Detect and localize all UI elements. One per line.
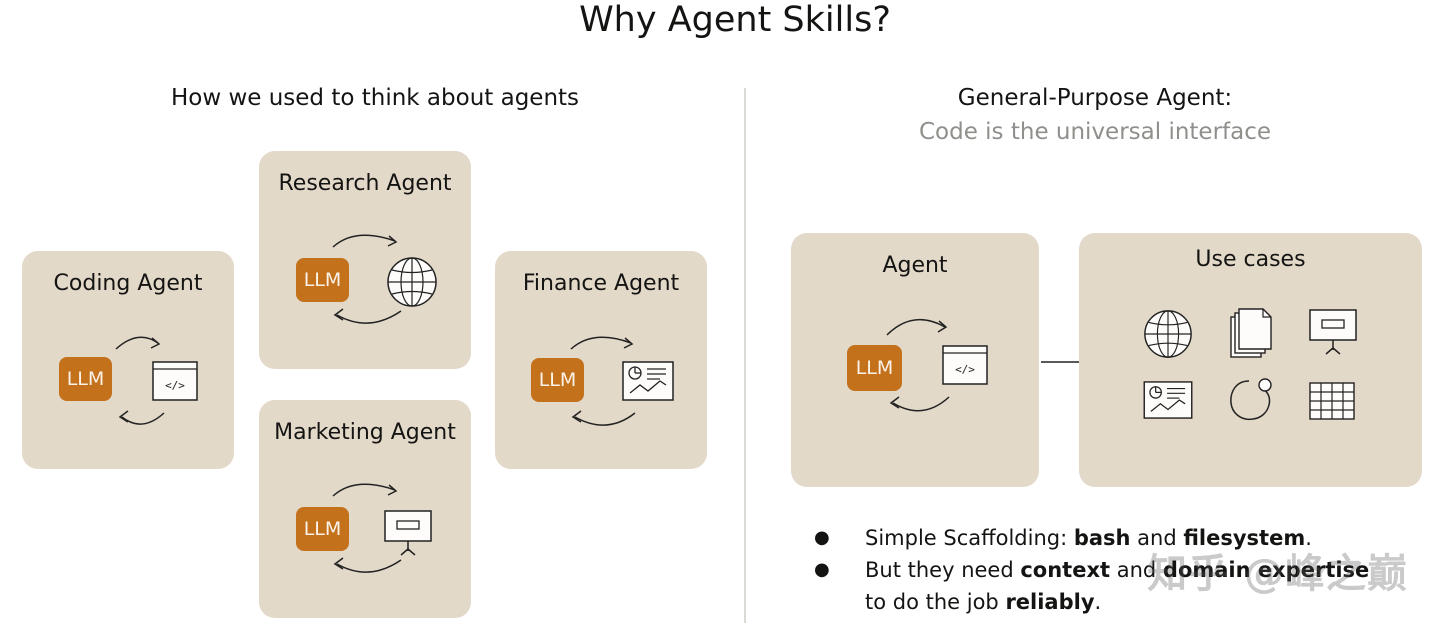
bullet-text: .: [1094, 590, 1102, 614]
agent-label: Agent: [882, 253, 948, 278]
cycle-arrows-icon: [332, 234, 402, 324]
cycle-arrows-icon: [332, 483, 402, 573]
cycle-arrows-icon: [115, 336, 165, 425]
bullet-list: ● Simple Scaffolding: bash and filesyste…: [812, 522, 1432, 618]
agent-card: Agent LLM </>: [791, 233, 1039, 487]
use-cases-card: Use cases: [1079, 233, 1422, 487]
chart-document-icon: [622, 361, 674, 401]
finance-agent-card: Finance Agent LLM: [495, 251, 707, 469]
left-subtitle: How we used to think about agents: [170, 85, 580, 111]
coding-agent-card: Coding Agent LLM </>: [22, 251, 234, 469]
right-subheading: Code is the universal interface: [918, 119, 1272, 145]
llm-badge: LLM: [296, 258, 349, 302]
bullet-marker: ●: [814, 559, 830, 580]
bullet-bold-text: reliably: [1005, 590, 1095, 614]
svg-text:</>: </>: [165, 379, 185, 392]
bullet-text: and: [1130, 526, 1184, 550]
bullet-item: ● Simple Scaffolding: bash and filesyste…: [812, 522, 1432, 554]
finance-agent-label: Finance Agent: [522, 271, 680, 296]
bullet-text: But they need: [865, 558, 1021, 582]
bullet-bold-text: filesystem: [1183, 526, 1306, 550]
chat-bubble-icon: [1230, 378, 1272, 421]
code-window-icon: </>: [942, 345, 988, 385]
cycle-arrows-icon: [886, 318, 950, 412]
right-heading: General-Purpose Agent:: [957, 85, 1233, 111]
coding-agent-label: Coding Agent: [53, 271, 203, 296]
bullet-bold-text: context: [1020, 558, 1111, 582]
column-divider: [744, 88, 746, 623]
documents-icon: [1230, 308, 1272, 358]
calendar-grid-icon: [1309, 382, 1355, 420]
presentation-board-icon: [384, 510, 432, 556]
globe-icon: [1144, 310, 1192, 358]
llm-badge: LLM: [296, 507, 349, 551]
cycle-arrows-icon: [570, 336, 636, 426]
presentation-board-icon: [1309, 309, 1357, 355]
bullet-bold-text: domain expertise: [1162, 558, 1370, 582]
marketing-agent-card: Marketing Agent LLM: [259, 400, 471, 618]
page-title: Why Agent Skills?: [579, 0, 891, 40]
bullet-bold-text: bash: [1073, 526, 1131, 550]
chart-document-icon: [1143, 381, 1193, 419]
code-window-icon: </>: [152, 361, 198, 401]
bullet-text: Simple Scaffolding:: [865, 526, 1074, 550]
bullet-marker: ●: [814, 527, 830, 548]
llm-badge: LLM: [847, 345, 902, 391]
globe-icon: [387, 257, 437, 307]
llm-badge: LLM: [531, 358, 584, 402]
llm-badge: LLM: [59, 357, 112, 401]
use-cases-label: Use cases: [1195, 247, 1306, 272]
marketing-agent-label: Marketing Agent: [274, 420, 456, 445]
bullet-text: and: [1110, 558, 1163, 582]
bullet-text: to do the job: [865, 590, 1006, 614]
bullet-text: .: [1305, 526, 1312, 550]
bullet-item: ● But they need context and domain exper…: [812, 554, 1432, 618]
research-agent-label: Research Agent: [278, 171, 452, 196]
research-agent-card: Research Agent LLM: [259, 151, 471, 369]
watermark: 知乎 @峰之巅: [1147, 551, 1408, 597]
svg-text:</>: </>: [955, 363, 975, 376]
